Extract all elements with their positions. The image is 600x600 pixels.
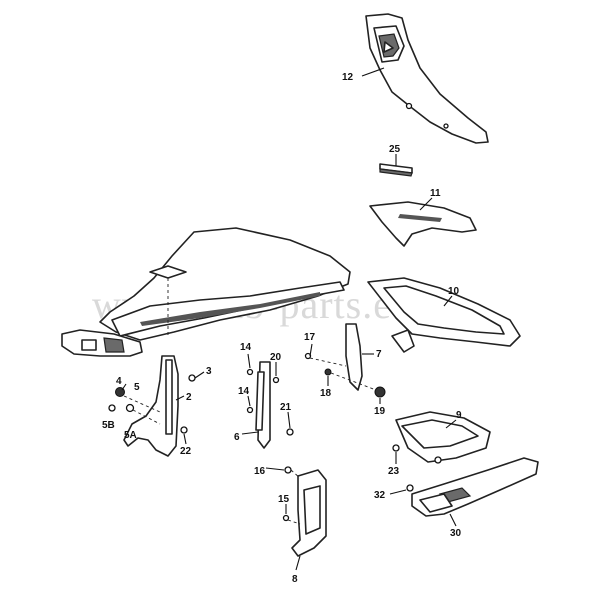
callout-9: 9 [456, 410, 462, 421]
part-4-header-bracket [61, 329, 143, 357]
callout-30: 30 [450, 528, 462, 539]
roof-headliner [99, 227, 351, 341]
part-3-screw [188, 371, 205, 382]
part-7-pillar-trim [304, 323, 386, 398]
part-25-strip [379, 163, 413, 177]
callout-19: 19 [374, 406, 386, 417]
part-5-fasteners [108, 387, 161, 425]
callout-23: 23 [388, 466, 400, 477]
callout-10: 10 [448, 286, 460, 297]
part-2-a-pillar-trim [123, 355, 188, 457]
callout-4: 4 [116, 376, 122, 387]
callout-11: 11 [430, 188, 441, 199]
callout-8: 8 [292, 574, 298, 585]
callout-7: 7 [376, 349, 382, 360]
part-12-c-pillar-trim [365, 13, 489, 144]
part-30-sill-trim [406, 457, 539, 517]
callout-22: 22 [180, 446, 192, 457]
callout-18: 18 [320, 388, 332, 399]
callout-17: 17 [304, 332, 316, 343]
callout-labels: 12 25 11 10 17 7 18 19 14 20 14 21 6 3 2… [102, 72, 462, 585]
callout-14-upper: 14 [240, 342, 252, 353]
leader-lines [121, 67, 457, 571]
callout-12: 12 [342, 72, 354, 83]
callout-14-lower: 14 [238, 386, 250, 397]
callout-32: 32 [374, 490, 386, 501]
callout-20: 20 [270, 352, 282, 363]
callout-3: 3 [206, 366, 212, 377]
part-9-trim-panel [392, 411, 491, 464]
part-6-b-pillar-trim [246, 361, 294, 449]
part-11-trim-panel [369, 201, 477, 247]
callout-5: 5 [134, 382, 140, 393]
callout-5b: 5B [102, 420, 115, 431]
callout-5a: 5A [124, 430, 137, 441]
callout-2: 2 [186, 392, 192, 403]
callout-15: 15 [278, 494, 290, 505]
callout-25: 25 [389, 144, 401, 155]
part-10-window-seal [367, 277, 521, 353]
callout-16: 16 [254, 466, 266, 477]
callout-6: 6 [234, 432, 240, 443]
part-8-lower-pillar-trim [282, 466, 327, 557]
callout-21: 21 [280, 402, 292, 413]
